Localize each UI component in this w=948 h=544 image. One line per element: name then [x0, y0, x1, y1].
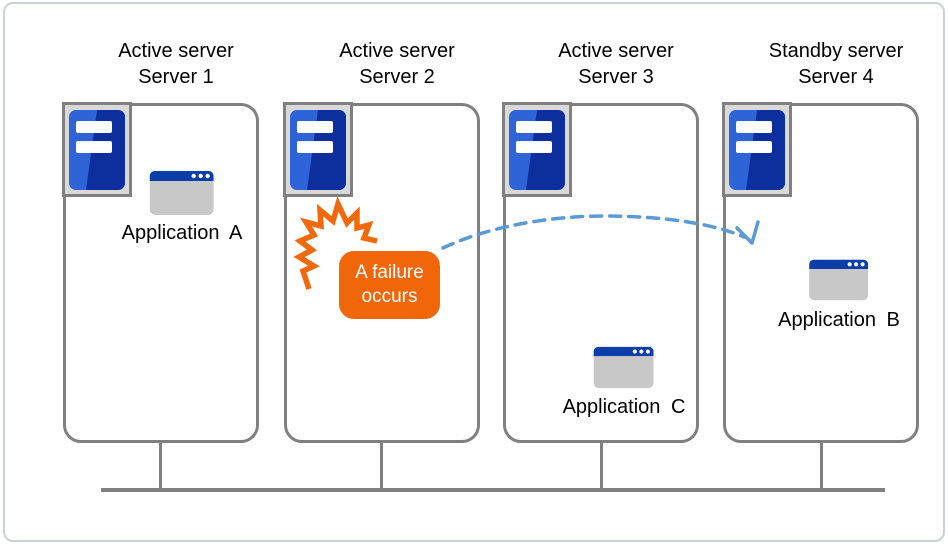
server-name-label: Server 2 — [359, 66, 435, 88]
server-tower-icon — [69, 109, 125, 190]
network-connector-server-2 — [380, 441, 383, 490]
application-label: Application C — [562, 396, 686, 418]
server-2-icon-frame — [283, 102, 353, 197]
application-label: Application B — [778, 309, 900, 331]
application-b: Application B — [778, 258, 900, 332]
server-name-label: Server 1 — [138, 66, 214, 88]
failure-callout: A failure occurs — [339, 251, 440, 319]
server-1-title: Active server Server 1 — [78, 38, 274, 90]
application-window-icon — [594, 346, 654, 389]
server-role-label: Active server — [339, 40, 455, 62]
application-window-icon — [149, 171, 214, 215]
server-role-label: Active server — [118, 40, 234, 62]
application-c: Application C — [562, 346, 686, 419]
server-4-title: Standby server Server 4 — [738, 38, 934, 90]
network-connector-server-1 — [159, 441, 162, 490]
network-bus-line — [101, 488, 885, 492]
server-1-icon-frame — [62, 102, 132, 197]
server-tower-icon — [509, 109, 565, 190]
application-label: Application A — [121, 222, 243, 244]
server-3-title: Active server Server 3 — [518, 38, 714, 90]
server-tower-icon — [729, 109, 785, 190]
network-connector-server-4 — [820, 441, 823, 490]
server-role-label: Standby server — [768, 40, 904, 62]
application-window-icon — [809, 259, 869, 301]
application-a: Application A — [121, 171, 243, 245]
server-4-icon-frame — [722, 102, 792, 197]
server-name-label: Server 3 — [578, 66, 654, 88]
server-name-label: Server 4 — [798, 66, 874, 88]
server-tower-icon — [290, 109, 346, 190]
server-2-title: Active server Server 2 — [299, 38, 495, 90]
server-role-label: Active server — [558, 40, 674, 62]
network-connector-server-3 — [600, 441, 603, 490]
server-3-icon-frame — [502, 102, 572, 197]
